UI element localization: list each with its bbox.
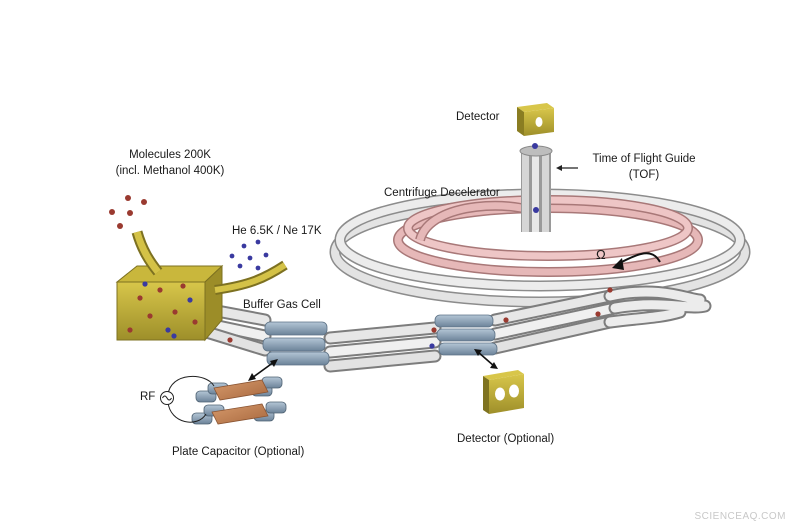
label-molecules-line2: (incl. Methanol 400K) (115, 164, 225, 177)
detector-link-arrowhead-b (490, 362, 498, 369)
plate-link-arrow (251, 361, 275, 379)
tof-guide-tubes (519, 145, 553, 232)
label-buffer-gas-cell: Buffer Gas Cell (243, 299, 321, 311)
tof-molecule-bottom (533, 207, 539, 213)
cell-molecules (127, 281, 198, 339)
detector-link-arrowhead-a (474, 349, 482, 356)
detector-optional-block (483, 370, 524, 414)
detector-top-block (517, 103, 554, 136)
label-tof: Time of Flight Guide (TOF) (578, 152, 710, 183)
label-tof-line1: Time of Flight Guide (592, 153, 696, 165)
helium-inlet-pipe-fill (214, 262, 287, 293)
label-rf: RF (140, 391, 156, 403)
molecule-inlet-pipe-fill (133, 231, 161, 275)
label-plate-capacitor: Plate Capacitor (Optional) (172, 446, 305, 458)
incoming-buffer-gas (229, 239, 269, 271)
tof-molecule-top (532, 143, 538, 149)
beamline-molecules (227, 287, 613, 349)
label-detector-top: Detector (456, 111, 500, 123)
plate-link-arrowhead-b (248, 373, 256, 381)
omega-arrowhead (612, 258, 624, 270)
label-tof-line2: (TOF) (628, 168, 660, 181)
plate-link-arrowhead-a (270, 359, 278, 367)
plate-capacitor (191, 376, 287, 425)
detector-link-arrow (477, 351, 495, 367)
label-he-ne: He 6.5K / Ne 17K (232, 225, 322, 237)
watermark: SCIENCEAQ.COM (694, 511, 786, 522)
rf-circuit (167, 375, 215, 423)
label-molecules: Molecules 200K (incl. Methanol 400K) (100, 148, 240, 179)
label-omega: Ω (596, 247, 606, 262)
beamline-electrodes-left (262, 321, 330, 366)
label-detector-optional: Detector (Optional) (457, 433, 555, 445)
rf-source-icon (160, 391, 174, 405)
tof-pointer-arrowhead (556, 165, 562, 171)
label-centrifuge: Centrifuge Decelerator (384, 187, 500, 199)
beamline-electrodes-right (434, 314, 498, 356)
incoming-molecules (109, 195, 147, 229)
label-molecules-line1: Molecules 200K (129, 149, 211, 161)
